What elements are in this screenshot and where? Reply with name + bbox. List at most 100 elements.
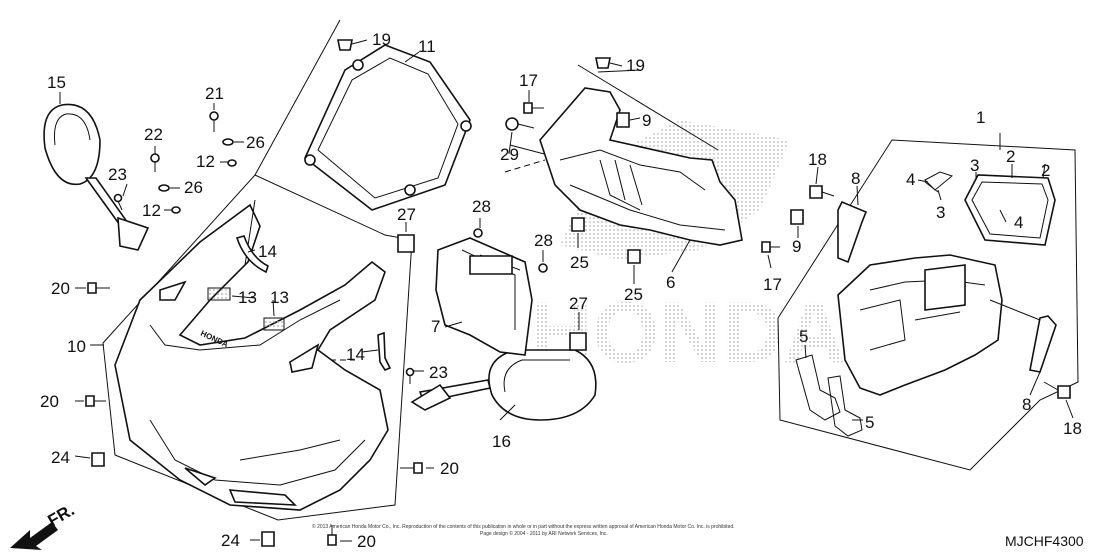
- clip-icon-25b: [627, 249, 641, 264]
- callout-1: 1: [976, 108, 985, 127]
- front-direction-arrow: FR.: [10, 500, 78, 550]
- callout-5a: 5: [799, 327, 808, 346]
- bolt-icon-22: [150, 153, 160, 172]
- callout-6: 6: [666, 273, 675, 292]
- callout-18a: 18: [808, 150, 827, 169]
- bolt-icon-9b: [790, 209, 804, 225]
- screw-icon-28b: [538, 263, 548, 273]
- seal-frames: [924, 171, 1056, 246]
- callout-20a: 20: [51, 279, 70, 298]
- bolt-icon-17a: [523, 102, 544, 114]
- bolt-icon-29: [505, 117, 535, 131]
- callout-13a: 13: [238, 288, 257, 307]
- callout-17b: 17: [763, 275, 782, 294]
- leader-lines: [59, 39, 1074, 542]
- screw-icon-23b: [405, 367, 415, 384]
- inner-duct-assembly-1: [837, 254, 1041, 396]
- callout-28a: 28: [472, 197, 491, 216]
- bolt-icon-18a: [809, 185, 835, 199]
- callout-7: 7: [431, 317, 440, 336]
- clip-icon-25a: [571, 217, 585, 232]
- callout-18b: 18: [1063, 419, 1082, 438]
- bolt-icon-18b: [1043, 381, 1071, 399]
- callout-23b: 23: [429, 363, 448, 382]
- callout-20c: 20: [440, 459, 459, 478]
- callout-14b: 14: [346, 345, 365, 364]
- callout-23a: 23: [108, 165, 127, 184]
- right-mirror: [410, 349, 597, 421]
- screw-icon-23a: [113, 193, 123, 211]
- seals-5: [795, 354, 863, 437]
- copyright-line-2: Page design © 2004 - 2011 by ARI Network…: [480, 530, 608, 537]
- clip-icon-24a: [91, 452, 105, 467]
- callout-26a: 26: [246, 133, 265, 152]
- callout-28b: 28: [534, 231, 553, 250]
- bolt-icon-20d: [327, 525, 337, 546]
- stays-8: [837, 200, 1057, 373]
- screw-icon-28a: [473, 228, 483, 238]
- air-duct-7: [435, 237, 533, 356]
- callout-21: 21: [205, 84, 224, 103]
- rubber-strip-14: [235, 235, 392, 371]
- callout-8b: 8: [1022, 395, 1031, 414]
- bolt-icon-19b: [595, 57, 611, 69]
- callout-14a: 14: [258, 242, 277, 261]
- callout-27a: 27: [397, 205, 416, 224]
- callout-22: 22: [144, 125, 163, 144]
- callout-5b: 5: [865, 413, 874, 432]
- callout-19b: 19: [626, 56, 645, 75]
- decal-13: [207, 287, 285, 331]
- bolt-icon-17b: [761, 241, 780, 253]
- callout-24a: 24: [51, 448, 70, 467]
- callout-10: 10: [67, 337, 86, 356]
- callout-2a: 2: [1006, 147, 1015, 166]
- callout-11: 11: [418, 37, 436, 56]
- bolt-icon-9a: [616, 112, 630, 128]
- windscreen: [304, 44, 472, 211]
- callout-25a: 25: [570, 253, 589, 272]
- callout-4a: 4: [906, 170, 915, 189]
- callout-24b: 24: [221, 531, 240, 550]
- callout-8a: 8: [851, 169, 860, 188]
- callout-17a: 17: [519, 71, 538, 90]
- callout-20d: 20: [357, 532, 376, 551]
- bolt-icon-19a: [337, 39, 353, 51]
- callout-2b: 2: [1041, 161, 1050, 180]
- callout-16: 16: [492, 432, 511, 451]
- bolt-icon-20a: [87, 282, 110, 294]
- washer-icon-26b: [158, 184, 170, 192]
- upper-cowl: HONDA: [114, 199, 389, 511]
- clip-icon-27b: [569, 332, 587, 351]
- hardware: [85, 39, 1071, 547]
- bolt-icon-20b: [85, 395, 106, 407]
- callout-9b: 9: [792, 237, 801, 256]
- clip-icon-24b: [261, 531, 275, 547]
- washer-icon-12b: [171, 206, 181, 214]
- clip-icon-27a: [397, 234, 415, 253]
- callout-26b: 26: [184, 178, 203, 197]
- copyright-line-1: © 2013 American Honda Motor Co., Inc. Re…: [312, 523, 735, 530]
- callout-4b: 4: [1014, 213, 1023, 232]
- diagram-code: MJCHF4300: [1005, 533, 1084, 549]
- washer-icon-12a: [227, 159, 237, 167]
- callout-3b: 3: [936, 203, 945, 222]
- callout-27b: 27: [569, 294, 588, 313]
- bracket-6: [504, 87, 743, 246]
- left-mirror: [43, 103, 150, 251]
- callout-9a: 9: [642, 111, 651, 130]
- bolt-icon-21: [209, 111, 219, 132]
- callout-12b: 12: [142, 201, 161, 220]
- callout-19a: 19: [372, 30, 391, 49]
- callout-25b: 25: [624, 285, 643, 304]
- assembly-outlines: [102, 19, 1079, 521]
- callout-20b: 20: [40, 392, 59, 411]
- callout-12a: 12: [196, 152, 215, 171]
- washer-icon-26a: [222, 138, 234, 146]
- callout-15: 15: [47, 73, 66, 92]
- bolt-icon-20c: [400, 462, 423, 474]
- callout-3a: 3: [970, 156, 979, 175]
- callouts: 1 2 2 3 3 4 4 5 5 6 7 8 8 9 9 10 11 12 1…: [40, 30, 1082, 551]
- callout-29: 29: [500, 145, 519, 164]
- callout-13b: 13: [270, 288, 289, 307]
